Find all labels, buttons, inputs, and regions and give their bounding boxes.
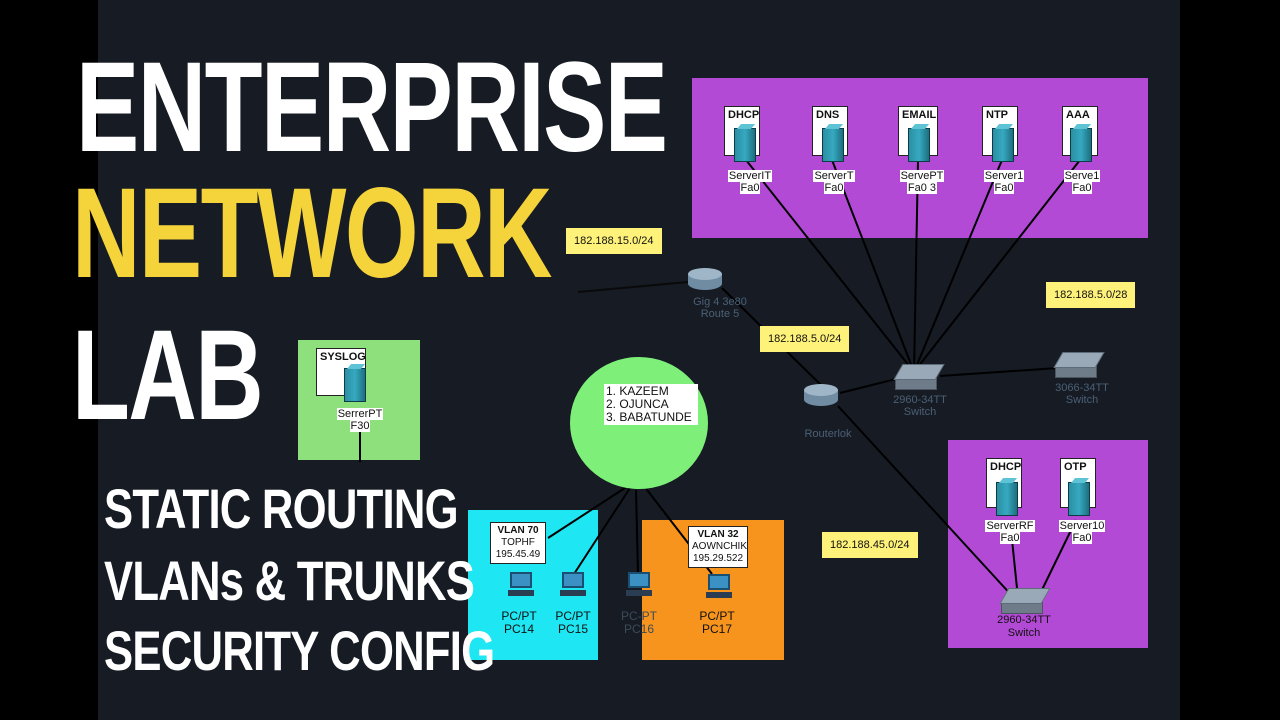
pc-icon[interactable] xyxy=(508,572,534,600)
link-otp-bottomswitch xyxy=(1037,519,1077,599)
team-member: 2. OJUNCA xyxy=(606,397,669,411)
title-line-3: LAB xyxy=(72,304,264,447)
link-router2-switch xyxy=(839,377,901,394)
link-switch-switch xyxy=(939,367,1059,377)
link-cloud-pc16 xyxy=(635,489,639,575)
vlan32-title: VLAN 32 xyxy=(697,529,739,540)
server-icon[interactable] xyxy=(1070,128,1092,162)
link-cloud-v70 xyxy=(547,485,629,539)
server-icon[interactable] xyxy=(992,128,1014,162)
bullet-static-routing: STATIC ROUTING xyxy=(104,477,459,540)
vlan32-ip: 195.29.522 xyxy=(692,553,744,564)
bullet-vlans-trunks: VLANs & TRUNKS xyxy=(104,549,475,612)
network-label: 182.188.45.0/24 xyxy=(822,532,918,558)
link-dhcp-switch xyxy=(745,159,915,373)
link-dns-switch xyxy=(831,159,915,373)
team-list: 1. KAZEEM 2. OJUNCA 3. BABATUNDE xyxy=(604,384,698,425)
vlan70-title: VLAN 70 xyxy=(497,525,539,536)
link-aaa-switch xyxy=(913,159,1081,373)
server-icon[interactable] xyxy=(1068,482,1090,516)
network-label: 182.188.5.0/28 xyxy=(1046,282,1136,308)
bullet-security-config: SECURITY CONFIG xyxy=(104,619,495,682)
title-line-1: ENTERPRISE xyxy=(76,36,668,179)
vlan32-tag: VLAN 32 AOWNCHIK 195.29.522 xyxy=(688,526,748,568)
vlan70-tag: VLAN 70 TOPHF 195.45.49 xyxy=(490,522,546,564)
pc-icon[interactable] xyxy=(706,574,732,602)
router-icon[interactable] xyxy=(688,268,722,294)
link-router1-left xyxy=(577,281,689,293)
server-icon[interactable] xyxy=(996,482,1018,516)
link-email-switch xyxy=(913,159,919,373)
switch-icon[interactable] xyxy=(893,364,945,390)
link-router2-bottomswitch xyxy=(837,405,1015,599)
router-icon[interactable] xyxy=(804,384,838,410)
switch-icon[interactable] xyxy=(1053,352,1105,378)
team-member: 1. KAZEEM xyxy=(606,384,669,398)
link-cloud-pc15 xyxy=(573,487,631,575)
network-label: 182.188.5.0/24 xyxy=(760,326,850,352)
server-zone-bottom xyxy=(948,440,1148,648)
vlan70-name: TOPHF xyxy=(501,537,535,548)
server-icon[interactable] xyxy=(344,368,366,402)
switch-icon[interactable] xyxy=(999,588,1051,614)
link-ntp-switch xyxy=(913,159,1003,373)
pc-icon[interactable] xyxy=(560,572,586,600)
server-icon[interactable] xyxy=(734,128,756,162)
pc-icon[interactable] xyxy=(626,572,652,600)
vlan70-ip: 195.45.49 xyxy=(495,549,541,560)
router-label: Routerlok xyxy=(804,428,852,440)
network-label: 182.188.15.0/24 xyxy=(566,228,662,254)
vlan32-name: AOWNCHIK xyxy=(692,541,747,552)
server-icon[interactable] xyxy=(908,128,930,162)
server-icon[interactable] xyxy=(822,128,844,162)
team-member: 3. BABATUNDE xyxy=(606,410,692,424)
title-line-2: NETWORK xyxy=(72,162,552,305)
